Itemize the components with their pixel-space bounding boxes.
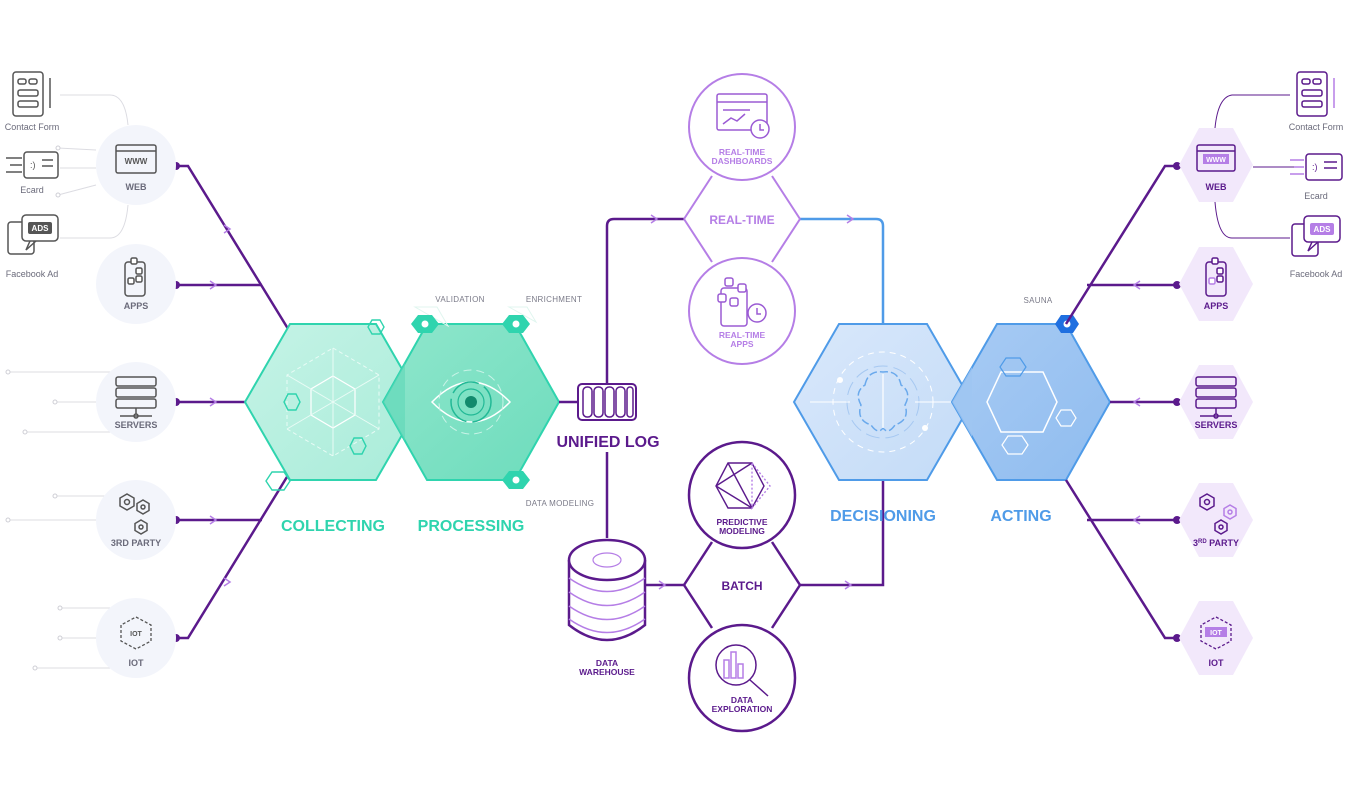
validation-tag: VALIDATION <box>435 295 484 304</box>
iot-icon-text: IOT <box>130 631 142 638</box>
iot-label: IOT <box>129 658 145 668</box>
facebook-ad-label: Facebook Ad <box>6 269 59 279</box>
realtime-apps-icon <box>717 277 767 327</box>
right-source-hexes <box>1179 128 1253 675</box>
realtime-dashboards-node <box>688 73 796 181</box>
predictive-label-2: MODELING <box>719 526 765 536</box>
ecard-icon: :) <box>6 151 59 179</box>
web-icon-right: WWW <box>1196 144 1236 172</box>
brain-icon <box>857 371 909 432</box>
contact-form-icon <box>12 71 51 117</box>
servers-icon-right <box>1195 376 1237 419</box>
data-warehouse-icon <box>567 538 647 642</box>
processing-hexagon <box>381 306 561 489</box>
decisioning-title: DECISIONING <box>830 508 936 525</box>
facebook-ad-icon: ADS <box>7 214 59 255</box>
svg-text:WWW: WWW <box>125 157 148 166</box>
enrichment-tag: ENRICHMENT <box>526 295 582 304</box>
web-icon: WWW <box>115 144 157 174</box>
third-party-label: 3RD PARTY <box>111 538 161 548</box>
iot-icon <box>120 616 152 650</box>
third-party-label-right: 3RD PARTY <box>1193 538 1239 548</box>
processing-title: PROCESSING <box>418 518 525 535</box>
svg-text::): :) <box>1312 162 1318 172</box>
dashboard-icon <box>716 93 770 139</box>
left-source-circles <box>96 125 176 678</box>
servers-label-right: SERVERS <box>1195 420 1238 430</box>
decisioning-hexagon <box>792 323 974 481</box>
svg-text::): :) <box>30 160 36 170</box>
right-input-lines <box>1214 94 1300 239</box>
web-label: WEB <box>126 182 147 192</box>
sauna-tag: SAUNA <box>1023 296 1052 305</box>
predictive-label-1: PREDICTIVE <box>716 517 767 527</box>
exploration-label-1: DATA <box>731 695 753 705</box>
servers-icon <box>115 376 157 419</box>
apps-label-right: APPS <box>1204 301 1229 311</box>
unified-log-icon <box>577 383 637 421</box>
right-source-dots <box>1173 162 1181 642</box>
svg-text:ADS: ADS <box>1314 225 1332 234</box>
contact-form-label-right: Contact Form <box>1289 122 1344 132</box>
rt-dashboards-label-2: DASHBOARDS <box>712 156 773 166</box>
ecard-label: Ecard <box>20 185 44 195</box>
rt-apps-label-1: REAL-TIME <box>719 330 766 340</box>
svg-text:WWW: WWW <box>1206 157 1226 164</box>
third-party-icon-right <box>1199 493 1237 535</box>
apps-icon-right <box>1205 257 1227 297</box>
batch-hex-frame <box>682 541 802 629</box>
ecard-icon-right: :) <box>1290 153 1343 181</box>
right-arrows <box>1132 280 1141 525</box>
facebook-ad-icon-right: ADS <box>1291 215 1341 257</box>
collecting-title: COLLECTING <box>281 518 385 535</box>
left-arrows <box>209 224 232 587</box>
acting-title: ACTING <box>990 508 1051 525</box>
rt-dashboards-label-1: REAL-TIME <box>719 147 766 157</box>
iot-icon-right <box>1200 616 1232 650</box>
iot-badge-right <box>1205 627 1227 637</box>
rt-apps-label-2: APPS <box>730 339 753 349</box>
data-modeling-tag: DATA MODELING <box>526 499 595 508</box>
web-label-right: WEB <box>1206 182 1227 192</box>
iot-label-right: IOT <box>1209 658 1225 668</box>
iot-icon-text-right: IOT <box>1210 630 1222 637</box>
svg-text:ADS: ADS <box>32 224 50 233</box>
warehouse-label-2: WAREHOUSE <box>579 667 635 677</box>
servers-label: SERVERS <box>115 420 158 430</box>
eye-icon <box>430 381 512 423</box>
contact-form-icon-right <box>1296 71 1335 117</box>
acting-hexagon <box>950 315 1112 481</box>
facebook-ad-label-right: Facebook Ad <box>1290 269 1343 279</box>
realtime-right-connector <box>800 217 885 324</box>
ecard-label-right: Ecard <box>1304 191 1328 201</box>
unified-log-title: UNIFIED LOG <box>556 434 659 451</box>
apps-label: APPS <box>124 301 149 311</box>
data-exploration-icon <box>715 644 769 697</box>
collecting-hexagon <box>243 319 423 491</box>
warehouse-label-1: DATA <box>596 658 618 668</box>
realtime-apps-node <box>688 257 796 365</box>
exploration-label-2: EXPLORATION <box>712 704 773 714</box>
realtime-hex-frame <box>683 175 801 263</box>
apps-icon <box>124 257 146 297</box>
third-party-icon <box>119 493 150 535</box>
realtime-title: REAL-TIME <box>709 213 774 227</box>
batch-title: BATCH <box>721 579 762 593</box>
predictive-modeling-node <box>687 440 797 550</box>
left-input-dots <box>5 145 63 671</box>
central-arrows <box>650 214 855 590</box>
predictive-modeling-icon <box>715 460 771 510</box>
contact-form-label: Contact Form <box>5 122 60 132</box>
